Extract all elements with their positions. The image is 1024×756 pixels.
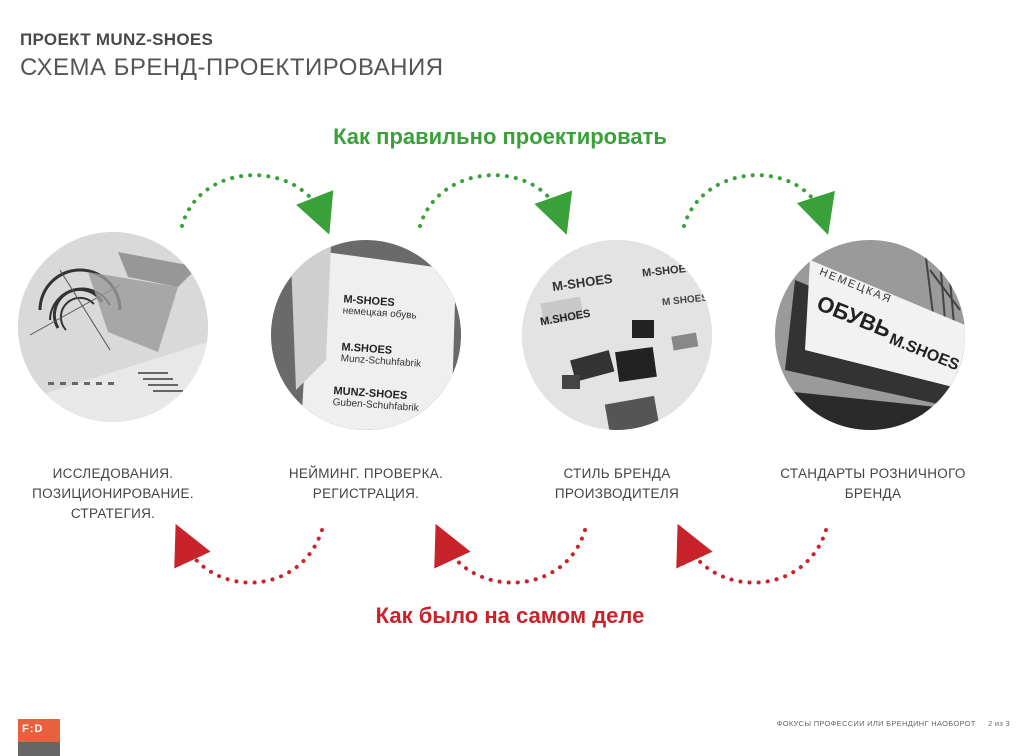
project-title: ПРОЕКТ MUNZ-SHOES — [20, 30, 214, 49]
label-line: СТРАТЕГИЯ. — [70, 506, 156, 521]
label-line: ПРОИЗВОДИТЕЛЯ — [554, 486, 680, 501]
heading-correct-process: Как правильно проектировать — [333, 124, 667, 149]
stage-label-research: ИССЛЕДОВАНИЯ. ПОЗИЦИОНИРОВАНИЕ. СТРАТЕГИ… — [13, 464, 213, 524]
stage-research-image — [18, 232, 208, 422]
stage-brand-style-image: M-SHOES M-SHOES M.SHOES M SHOES — [522, 240, 712, 430]
stage-naming-image: M-SHOES немецкая обувь M.SHOES Munz-Schu… — [271, 240, 461, 430]
stage-label-retail: СТАНДАРТЫ РОЗНИЧНОГО БРЕНДА — [773, 464, 973, 504]
red-arrow-2 — [434, 523, 587, 585]
stage-label-naming: НЕЙМИНГ. ПРОВЕРКА. РЕГИСТРАЦИЯ. — [266, 464, 466, 504]
footer-title: ФОКУСЫ ПРОФЕССИИ ИЛИ БРЕНДИНГ НАОБОРОТ — [776, 719, 976, 728]
red-arrow-3 — [676, 523, 828, 585]
label-line: ИССЛЕДОВАНИЯ. — [52, 466, 174, 481]
label-line: РЕГИСТРАЦИЯ. — [312, 486, 420, 501]
page-title: СХЕМА БРЕНД-ПРОЕКТИРОВАНИЯ — [20, 54, 444, 81]
green-arrow-1 — [180, 173, 334, 235]
green-arrow-3 — [682, 173, 835, 236]
label-line: СТИЛЬ БРЕНДА — [563, 466, 671, 481]
footer: ФОКУСЫ ПРОФЕССИИ ИЛИ БРЕНДИНГ НАОБОРОТ 2… — [777, 719, 1010, 728]
green-arrow-2 — [418, 173, 573, 235]
red-arrow-1 — [174, 523, 324, 585]
page-number: 2 из 3 — [988, 719, 1010, 728]
logo-bar — [18, 742, 60, 756]
label-line: ПОЗИЦИОНИРОВАНИЕ. — [32, 486, 194, 501]
label-line: НЕЙМИНГ. ПРОВЕРКА. — [288, 466, 444, 481]
label-line: СТАНДАРТЫ РОЗНИЧНОГО — [780, 466, 966, 481]
fd-logo: F:D — [18, 719, 60, 756]
logo-text: F:D — [22, 723, 44, 735]
heading-actual-process: Как было на самом деле — [375, 603, 645, 628]
label-line: БРЕНДА — [844, 486, 902, 501]
stage-retail-image: НЕМЕЦКАЯ ОБУВЬ M.SHOES — [775, 240, 965, 430]
stage-label-brand-style: СТИЛЬ БРЕНДА ПРОИЗВОДИТЕЛЯ — [517, 464, 717, 504]
